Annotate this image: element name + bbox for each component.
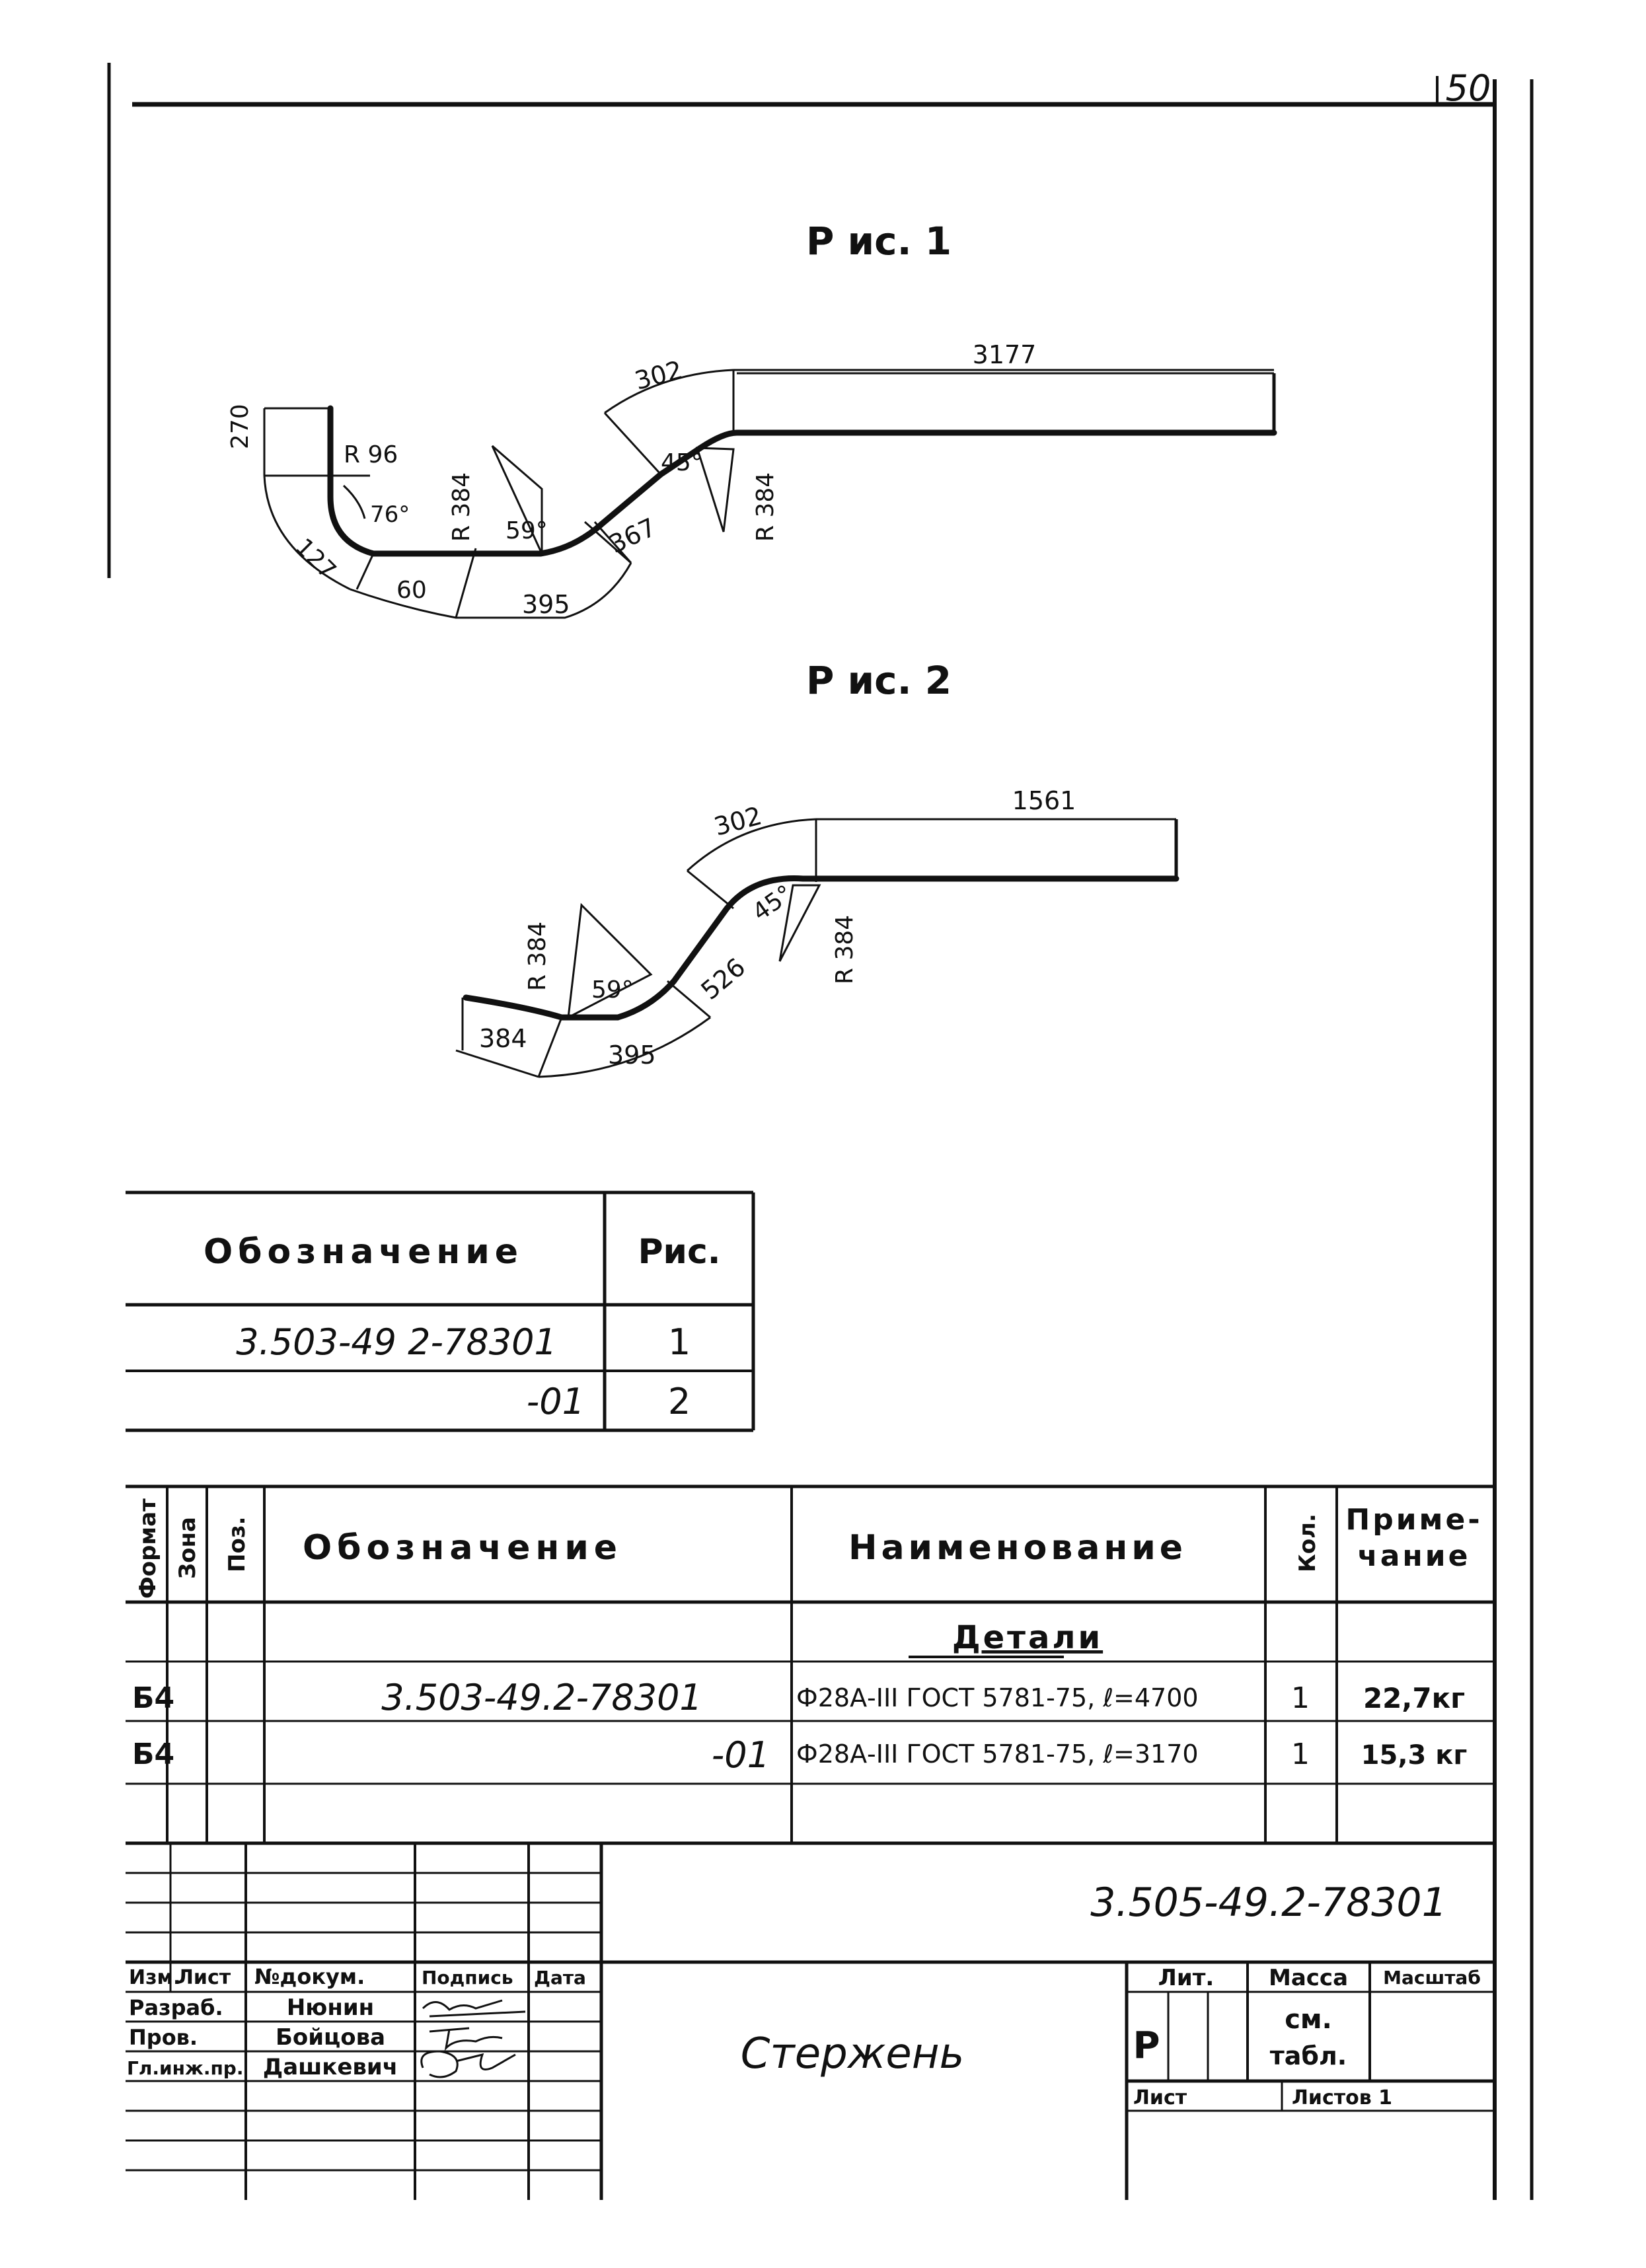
dim-367: 367 — [605, 513, 660, 560]
sheet-frame — [107, 63, 1534, 2200]
dim-r96: R 96 — [344, 441, 398, 468]
angle-59: 59° — [505, 517, 548, 544]
figure-table-header-figure: Рис. — [638, 1232, 720, 1272]
dim-302: 302 — [632, 355, 685, 395]
spec-header-qty: Кол. — [1294, 1514, 1321, 1572]
figure-table-row1-figure: 1 — [668, 1321, 691, 1363]
stamp-sheets-label: Листов 1 — [1292, 2086, 1392, 2109]
stamp-col-list: Лист — [177, 1966, 231, 1989]
stamp-doc-code: 3.505-49.2-78301 — [1090, 1880, 1447, 1926]
figure-table — [126, 1190, 755, 1432]
stamp-col-izm: Изм. — [129, 1966, 180, 1989]
stamp-mass-value-2: табл. — [1270, 2041, 1347, 2070]
figure2-title: Р ис. 2 — [806, 658, 952, 703]
spec-header-name: Наименование — [848, 1528, 1187, 1568]
spec-row2-designation: -01 — [712, 1734, 770, 1776]
dim-127: 127 — [290, 533, 342, 585]
stamp-mass-value-1: см. — [1285, 2004, 1332, 2035]
figure-table-row1-designation: 3.503-49 2-78301 — [236, 1321, 557, 1363]
stamp-role-1: Разраб. — [129, 1995, 223, 2020]
spec-row1-note: 22,7кг — [1363, 1682, 1465, 1714]
stamp-col-date: Дата — [534, 1967, 586, 1989]
figure2-dimensions: 302 1561 R 384 59° 526 45° R 384 384 395 — [479, 786, 1076, 1070]
stamp-mass-label: Масса — [1269, 1965, 1348, 1991]
spec-row1-qty: 1 — [1291, 1681, 1310, 1715]
stamp-lit-label: Лит. — [1158, 1965, 1215, 1991]
spec-section-title: Детали — [952, 1619, 1103, 1656]
stamp-role-3: Гл.инж.пр. — [127, 2057, 243, 2079]
angle-45: 45° — [661, 449, 703, 476]
stamp-col-sign: Подпись — [422, 1967, 513, 1989]
angle-76: 76° — [370, 501, 410, 528]
stamp-lit-value: Р — [1133, 2024, 1160, 2067]
spec-header-format: Формат — [135, 1498, 161, 1599]
dim-302-b: 302 — [711, 801, 765, 841]
spec-row1-name: Ф28А-III ГОСТ 5781-75, ℓ=4700 — [796, 1683, 1199, 1712]
stamp-role-2: Пров. — [129, 2025, 198, 2050]
signature-3 — [420, 2050, 516, 2078]
dim-384: 384 — [479, 1024, 527, 1053]
stamp-sheet-label: Лист — [1133, 2086, 1187, 2109]
dim-1561: 1561 — [1012, 786, 1076, 815]
figure-table-header-designation: Обозначение — [204, 1232, 523, 1272]
figure1-title: Р ис. 1 — [806, 219, 952, 264]
spec-row2-note: 15,3 кг — [1361, 1740, 1468, 1771]
title-stamp — [126, 1843, 1495, 2200]
spec-header-zone: Зона — [174, 1517, 201, 1579]
dim-60: 60 — [396, 577, 427, 604]
spec-row2-name: Ф28А-III ГОСТ 5781-75, ℓ=3170 — [796, 1739, 1199, 1769]
spec-row1-format: Б4 — [132, 1681, 174, 1715]
spec-row2-qty: 1 — [1291, 1738, 1310, 1771]
spec-row1-designation: 3.503-49.2-78301 — [381, 1677, 702, 1718]
dim-r384-d: R 384 — [831, 915, 858, 984]
signature-2 — [429, 2027, 503, 2051]
stamp-name-2: Бойцова — [276, 2024, 385, 2051]
dim-r384-c: R 384 — [524, 922, 551, 991]
spec-row2-format: Б4 — [132, 1738, 174, 1771]
spec-header-note-1: Приме- — [1345, 1503, 1482, 1537]
dim-r384-a: R 384 — [448, 472, 475, 542]
figure-table-row2-designation: -01 — [527, 1381, 585, 1422]
stamp-name-1: Нюнин — [287, 1994, 374, 2021]
stamp-name-3: Дашкевич — [263, 2054, 398, 2080]
stamp-title: Стержень — [741, 2030, 965, 2078]
dim-270: 270 — [227, 404, 254, 449]
page-number: 50 — [1446, 67, 1491, 109]
dim-395: 395 — [522, 590, 570, 619]
angle-59-b: 59° — [591, 976, 634, 1004]
figure1-dimensions: 270 R 96 76° R 384 59° 367 45° R 384 302… — [227, 340, 1036, 619]
spec-header-designation: Обозначение — [303, 1528, 622, 1568]
figure2-bar — [455, 818, 1179, 1078]
figure1-bar — [263, 369, 1277, 619]
figure-table-row2-figure: 2 — [668, 1381, 691, 1422]
dim-526: 526 — [696, 953, 751, 1006]
spec-table — [126, 1484, 1495, 1845]
spec-header-note-2: чание — [1358, 1539, 1471, 1573]
signature-1 — [422, 1999, 526, 2018]
stamp-scale-label: Масштаб — [1383, 1967, 1481, 1989]
stamp-col-doc: №докум. — [254, 1964, 365, 1989]
dim-r384-b: R 384 — [752, 472, 779, 542]
spec-header-pos: Поз. — [224, 1517, 250, 1573]
dim-395-b: 395 — [608, 1041, 656, 1070]
dim-3177: 3177 — [973, 340, 1037, 369]
